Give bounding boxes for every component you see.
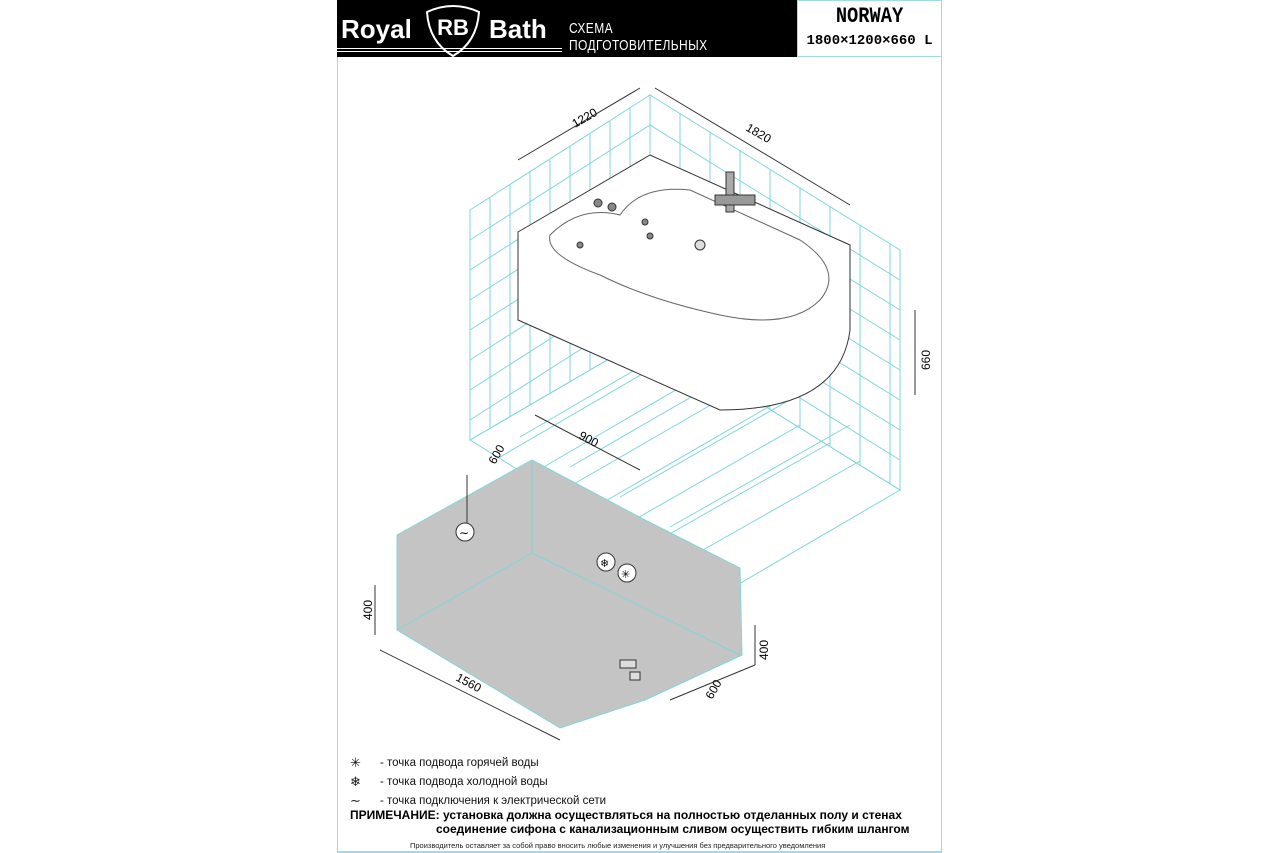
scheme-title: СХЕМА ПОДГОТОВИТЕЛЬНЫХ РАБОТ [569,20,708,71]
brand-right: Bath [489,14,547,44]
logo-underline [337,48,562,52]
note-line2: соединение сифона с канализационным слив… [436,822,910,836]
svg-text:❄: ❄ [600,558,609,570]
svg-text:∼: ∼ [459,526,469,540]
legend-item: ✳ - точка подвода горячей воды [350,753,606,772]
brand-mark: RB [437,15,469,40]
bottom-border [337,851,942,853]
cold-water-point-icon: ❄ [596,552,616,572]
dim-top-a: 600 [485,442,507,467]
dim-width: 1220 [570,105,600,131]
legend-text: - точка подключения к электрической сети [380,794,607,807]
hot-water-icon: ✳ [350,754,361,770]
hot-water-point-icon: ✳ [617,563,637,583]
dim-bottom-width: 600 [702,677,724,702]
cold-water-icon: ❄ [350,773,361,789]
legend-text: - точка подвода горячей воды [380,756,539,769]
svg-text:✳: ✳ [621,569,630,581]
note-line1: установка должна осуществляться на полно… [443,808,902,822]
shield-logo-icon: RB [425,5,481,58]
dim-length: 1820 [744,120,774,146]
electric-icon: ∼ [350,792,361,808]
lower-dimension-lines [374,414,756,741]
drawing-sheet [337,0,942,853]
note: ПРИМЕЧАНИЕ: установка должна осуществлят… [350,808,909,836]
model-dimensions: 1800×1200×660 L [806,33,933,49]
bathtub [517,154,851,411]
upper-dimension-lines [517,87,916,395]
legend-text: - точка подвода холодной воды [380,775,548,788]
drain-icon [619,659,641,681]
note-label: ПРИМЕЧАНИЕ: [350,808,440,822]
header-bar: Royal RB Bath СХЕМА ПОДГОТОВИТЕЛЬНЫХ РАБ… [337,0,797,71]
brand-left: Royal [341,14,412,44]
dim-top-b: 900 [577,428,602,450]
model-name: NORWAY [835,4,904,29]
legend-item: ∼ - точка подключения к электрической сет… [350,791,606,810]
electric-outlet-icon: ∼ [455,522,475,542]
installation-area [396,459,743,729]
faucet-icon [714,171,756,213]
dim-right-height: 400 [757,640,771,660]
legend: ✳ - точка подвода горячей воды ❄ - точка п… [350,753,606,810]
dim-left-height: 400 [361,600,375,620]
legend-item: ❄ - точка подвода холодной воды [350,772,606,791]
model-box: NORWAY 1800×1200×660 L [797,0,942,57]
dim-height: 660 [919,350,933,370]
footer-disclaimer: Производитель оставляет за собой право в… [410,841,826,850]
